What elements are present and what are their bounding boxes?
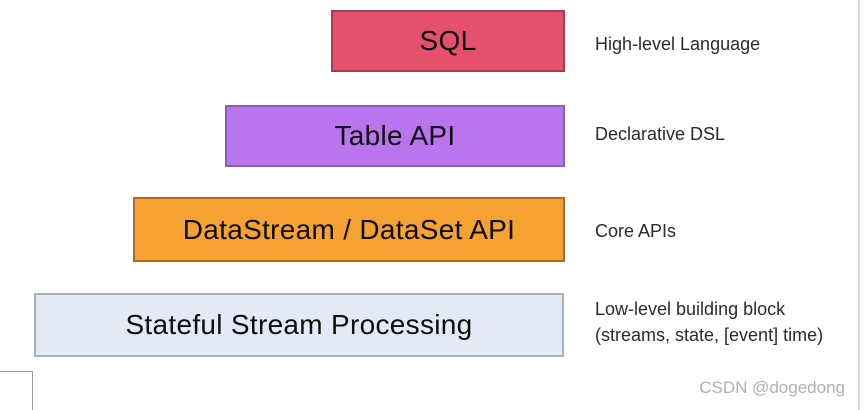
annotation-low-level-line1: Low-level building block: [595, 299, 786, 319]
layer-box-stateful-stream-processing-label: Stateful Stream Processing: [125, 309, 473, 340]
layer-box-stateful-stream-processing: Stateful Stream Processing: [34, 293, 564, 357]
page-edge-line: [858, 0, 860, 410]
annotation-low-level-line2: (streams, state, [event] time): [595, 325, 824, 345]
annotation-low-level-building-block: Low-level building block (streams, state…: [595, 296, 823, 348]
layer-box-table-api: Table API: [225, 105, 565, 167]
layer-box-datastream-dataset-api: DataStream / DataSet API: [133, 197, 565, 262]
layer-box-sql-label: SQL: [419, 25, 477, 56]
layer-box-sql: SQL: [331, 10, 565, 72]
annotation-declarative-dsl: Declarative DSL: [595, 124, 726, 144]
annotation-core-apis: Core APIs: [595, 221, 677, 241]
csdn-watermark: CSDN @dogedong: [699, 378, 845, 397]
layer-box-datastream-dataset-api-label: DataStream / DataSet API: [182, 213, 516, 245]
layer-box-table-api-label: Table API: [334, 120, 456, 151]
annotation-high-level-language: High-level Language: [595, 34, 761, 54]
partial-cropped-shape: [0, 371, 33, 410]
